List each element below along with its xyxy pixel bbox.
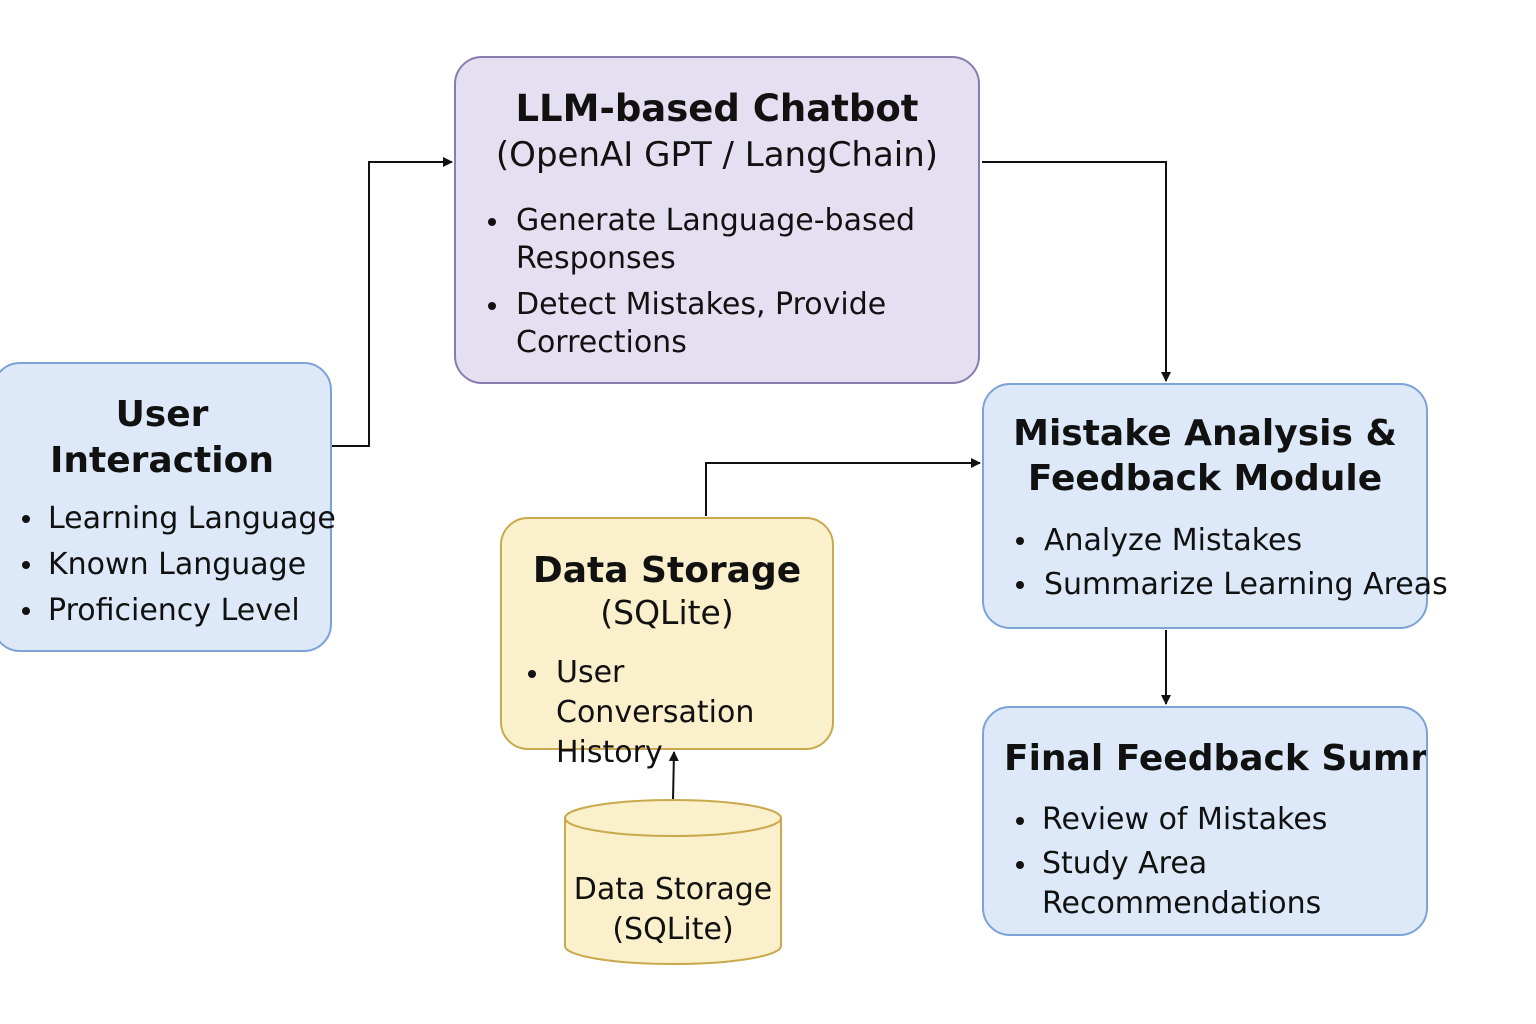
list-item: Analyze Mistakes: [1014, 519, 1448, 563]
list-item: Known Language: [20, 542, 336, 588]
mistake-analysis-title: Mistake Analysis & Feedback Module: [1013, 413, 1397, 499]
list-item: User Conversation History: [526, 653, 826, 773]
arrow-storage-to-mistake: [705, 458, 981, 516]
user-interaction-box: User Interaction: [0, 362, 332, 652]
final-feedback-list: Review of Mistakes Study Area Recommenda…: [1014, 800, 1374, 928]
list-item: Learning Language: [20, 496, 336, 542]
data-storage-box: Data Storage (SQLite) User Conversation …: [500, 517, 834, 770]
arrow-user-to-chatbot: [332, 157, 453, 447]
chatbot-list: Generate Language-based Responses Detect…: [486, 202, 926, 370]
arrow-db-to-storage: [668, 751, 679, 801]
list-item: Proficiency Level: [20, 588, 336, 634]
list-item: Generate Language-based Responses: [486, 202, 926, 278]
list-item: Study Area Recommendations: [1014, 844, 1342, 924]
database-cylinder-icon: [564, 799, 782, 965]
data-storage-subtitle: (SQLite): [600, 593, 734, 632]
final-feedback-box: Final Feedback Summay Review of Mistakes…: [982, 706, 1428, 936]
mistake-analysis-list: Analyze Mistakes Summarize Learning Area…: [1014, 519, 1448, 607]
data-storage-title: Data Storage: [532, 550, 802, 591]
data-storage-list: User Conversation History: [526, 653, 826, 773]
chatbot-subtitle: (OpenAI GPT / LangChain): [495, 135, 939, 175]
mistake-analysis-box: Mistake Analysis & Feedback Module Analy…: [982, 383, 1448, 629]
list-item: Detect Mistakes, Provide Corrections: [486, 286, 926, 362]
list-item: Review of Mistakes: [1014, 800, 1374, 840]
final-feedback-title: Final Feedback Summay: [1004, 738, 1426, 779]
user-interaction-list: Learning Language Known Language Profici…: [20, 496, 336, 634]
database-label: Data Storage (SQLite): [573, 872, 773, 947]
arrow-chatbot-to-mistake: [982, 161, 1171, 382]
chatbot-title: LLM-based Chatbot: [515, 87, 919, 130]
chatbot-box: LLM-based Chatbot (OpenAI GPT / LangChai…: [454, 56, 980, 384]
user-interaction-title: User Interaction: [50, 394, 274, 481]
list-item: Summarize Learning Areas: [1014, 563, 1448, 607]
